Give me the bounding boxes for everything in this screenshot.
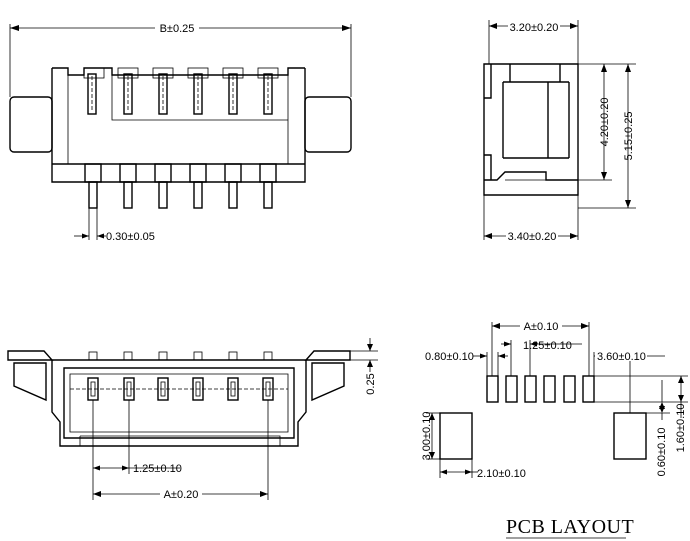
pcb-mount-pad-right bbox=[613, 412, 647, 460]
dim-label-pcb-pad-width: 0.80±0.10 bbox=[425, 351, 474, 363]
dim-pcb-pad-to-mount: 3.60±0.10 bbox=[593, 348, 665, 413]
front-pin bbox=[257, 67, 279, 209]
dim-pcb-mount-height: 3.00±0.10 bbox=[421, 412, 440, 461]
dim-pcb-mount-offset: 0.60±0.10 bbox=[646, 380, 670, 476]
dim-label-top-span: A±0.20 bbox=[164, 489, 199, 501]
dim-pcb-mount-width: 2.10±0.10 bbox=[439, 459, 526, 480]
front-pin bbox=[152, 67, 174, 209]
dim-label-side-bottom: 3.40±0.20 bbox=[508, 231, 557, 243]
dim-label-top-peg: 0.25 bbox=[365, 373, 377, 394]
dim-pcb-pad-length: 1.60±0.10 bbox=[594, 375, 688, 453]
front-pins bbox=[83, 67, 279, 209]
dim-pin-width: 0.30±0.05 bbox=[74, 208, 155, 243]
dim-b-width: B±0.25 bbox=[9, 21, 352, 97]
dim-side-total-height: 5.15±0.25 bbox=[578, 63, 636, 209]
dim-label-side-top: 3.20±0.20 bbox=[510, 22, 559, 34]
front-pin bbox=[187, 67, 209, 209]
dim-side-top: 3.20±0.20 bbox=[488, 19, 579, 64]
pcb-mount-pad-left bbox=[439, 412, 473, 460]
front-pin bbox=[222, 67, 244, 209]
dim-label-side-total: 5.15±0.25 bbox=[623, 112, 635, 161]
pcb-layout: A±0.10 1.25±0.10 0.80±0.10 bbox=[421, 319, 688, 539]
dim-top-span: A±0.20 bbox=[92, 400, 269, 501]
dim-side-inner-height: 4.20±0.20 bbox=[578, 63, 612, 181]
dim-top-peg: 0.25 bbox=[350, 338, 378, 395]
dim-side-bottom: 3.40±0.20 bbox=[483, 195, 579, 243]
dim-label-top-pitch: 1.25±0.10 bbox=[133, 463, 182, 475]
front-pin bbox=[83, 67, 105, 209]
side-view: 3.20±0.20 4.20±0.20 5.15±0.25 3.40±0. bbox=[483, 19, 636, 243]
dim-label-pcb-pitch: 1.25±0.10 bbox=[523, 340, 572, 352]
dim-label-pcb-pad-to-mount: 3.60±0.10 bbox=[597, 351, 646, 363]
top-pegs bbox=[88, 351, 273, 361]
front-pin bbox=[117, 67, 139, 209]
front-view: B±0.25 0.30±0.05 bbox=[9, 21, 352, 243]
dim-label-pcb-mount-offset: 0.60±0.10 bbox=[656, 428, 668, 477]
dim-pcb-pitch: 1.25±0.10 bbox=[501, 340, 582, 376]
dim-label-b: B±0.25 bbox=[160, 23, 195, 35]
dim-label-side-inner: 4.20±0.20 bbox=[599, 98, 611, 147]
dim-pcb-pad-width: 0.80±0.10 bbox=[425, 351, 508, 376]
dim-label-pcb-span: A±0.10 bbox=[524, 321, 559, 333]
pcb-layout-title: PCB LAYOUT bbox=[506, 516, 634, 538]
dim-top-pitch: 1.25±0.10 bbox=[92, 400, 182, 475]
dim-label-pcb-pad-length: 1.60±0.10 bbox=[675, 404, 687, 453]
dim-pcb-span: A±0.10 bbox=[491, 319, 590, 376]
pcb-signal-pads bbox=[486, 375, 595, 403]
dim-label-pcb-mount-height: 3.00±0.10 bbox=[421, 412, 433, 461]
dim-label-pcb-mount-width: 2.10±0.10 bbox=[477, 468, 526, 480]
dim-label-pin-width: 0.30±0.05 bbox=[106, 231, 155, 243]
top-view: 0.25 1.25±0.10 A±0.20 bbox=[7, 338, 378, 501]
